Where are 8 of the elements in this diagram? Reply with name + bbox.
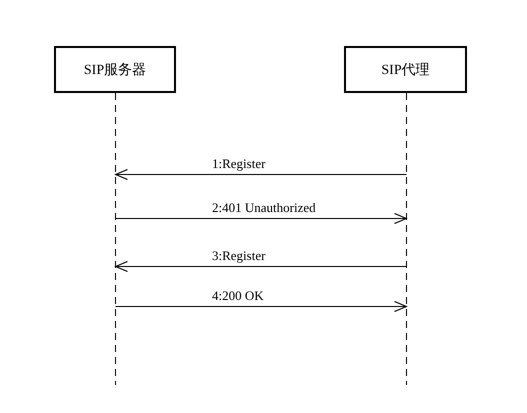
participant-box: SIP代理: [344, 46, 467, 93]
participant: [54, 46, 176, 385]
message-arrow: [115, 169, 407, 180]
participant: [344, 46, 467, 385]
message-arrow: [115, 213, 407, 224]
message-arrow: [115, 301, 407, 312]
participant-box: SIP服务器: [54, 46, 176, 93]
message-arrow: [115, 261, 407, 272]
